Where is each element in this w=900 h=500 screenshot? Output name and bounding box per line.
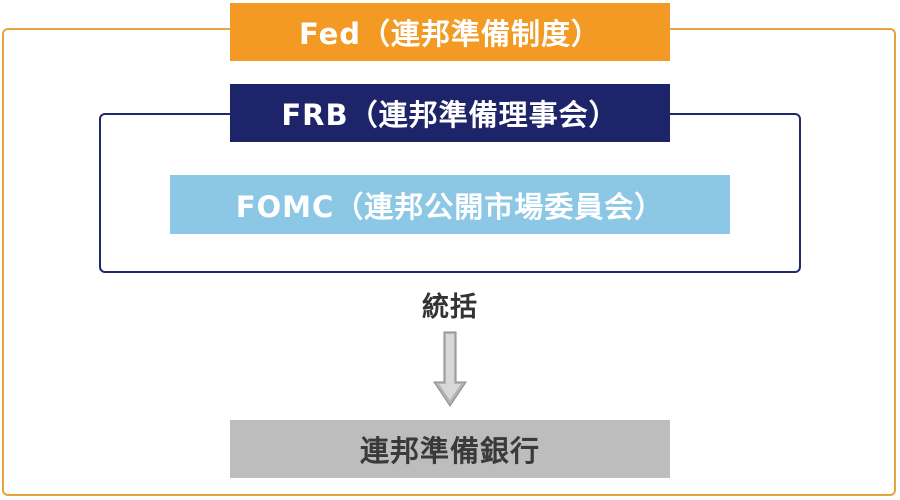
control-label: 統括 (422, 291, 478, 323)
frb-title-box: FRB（連邦準備理事会） (230, 84, 670, 142)
fed-title-box: Fed（連邦準備制度） (230, 3, 670, 61)
down-arrow-icon (433, 331, 467, 407)
federal-reserve-bank-box: 連邦準備銀行 (230, 420, 670, 478)
fomc-box: FOMC（連邦公開市場委員会） (170, 175, 730, 234)
down-arrow-highlight (439, 334, 461, 400)
